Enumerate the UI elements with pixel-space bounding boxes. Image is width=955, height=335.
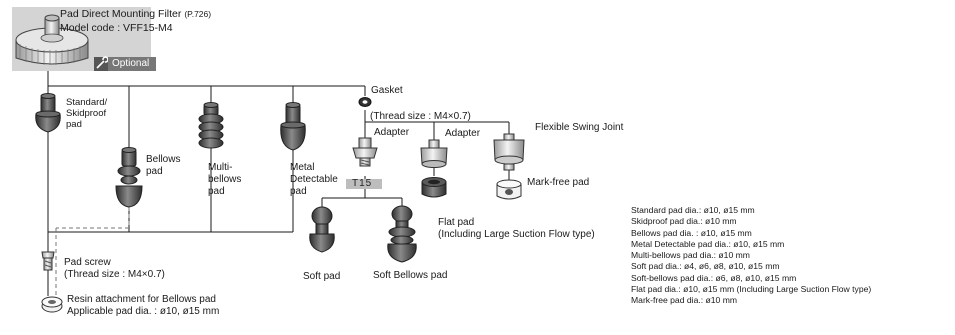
mark-free-pad-label: Mark-free pad bbox=[527, 177, 590, 188]
soft-bellows-pad-icon bbox=[387, 205, 417, 263]
gasket-icon bbox=[358, 97, 372, 107]
standard-pad-label: Standard/ Skidproof pad bbox=[66, 97, 108, 130]
resin-attachment-icon bbox=[41, 296, 63, 313]
spec-line: Soft pad dia.: ø4, ø6, ø8, ø10, ø15 mm bbox=[631, 261, 780, 272]
pad-screw-icon bbox=[41, 251, 55, 271]
spec-line: Bellows pad dia. : ø10, ø15 mm bbox=[631, 227, 752, 238]
flexible-swing-joint-label: Flexible Swing Joint bbox=[535, 122, 624, 133]
flat-pad-label: Flat pad (Including Large Suction Flow t… bbox=[438, 217, 595, 240]
pad-screw-label: Pad screw (Thread size : M4×0.7) bbox=[64, 257, 165, 280]
dashed-connector bbox=[55, 207, 130, 296]
spec-line: Mark-free pad dia.: ø10 mm bbox=[631, 295, 738, 305]
filter-header: Pad Direct Mounting Filter (P.726) Model… bbox=[60, 7, 211, 35]
flat-pad-icon bbox=[421, 177, 447, 198]
thread-size-label: (Thread size : M4×0.7) bbox=[370, 111, 471, 122]
filter-model-code: Model code : VFF15-M4 bbox=[60, 22, 173, 34]
standard-pad-icon bbox=[35, 93, 61, 133]
filter-page-ref: (P.726) bbox=[184, 9, 212, 19]
spec-line: Multi-bellows pad dia.: ø10 mm bbox=[631, 250, 750, 260]
soft-pad-icon bbox=[309, 206, 335, 253]
adapter-2-icon bbox=[420, 139, 448, 168]
spec-line: Skidproof pad dia.: ø10 mm bbox=[631, 216, 737, 227]
spec-line: Metal Detectable pad dia.: ø10, ø15 mm bbox=[631, 238, 785, 249]
mark-free-pad-icon bbox=[496, 179, 522, 200]
flexible-swing-joint-icon bbox=[493, 133, 525, 171]
multi-bellows-pad-label: Multi- bellows pad bbox=[208, 162, 242, 197]
adapter-icon bbox=[352, 137, 378, 167]
t15-tag-box bbox=[346, 179, 382, 189]
filter-icon bbox=[15, 14, 89, 65]
spec-line: Flat pad dia.: ø10, ø15 mm (Including La… bbox=[631, 283, 872, 294]
soft-bellows-pad-label: Soft Bellows pad bbox=[373, 270, 448, 281]
soft-pad-label: Soft pad bbox=[303, 271, 341, 282]
metal-detectable-pad-icon bbox=[280, 102, 306, 151]
resin-attachment-label: Resin attachment for Bellows pad Applica… bbox=[67, 294, 220, 317]
bellows-pad-icon bbox=[115, 147, 143, 208]
multi-bellows-pad-icon bbox=[198, 102, 224, 149]
spec-list: Standard pad dia.: ø10, ø15 mm Skidproof… bbox=[631, 205, 871, 306]
filter-title: Pad Direct Mounting Filter bbox=[60, 8, 182, 20]
spec-line: Standard pad dia.: ø10, ø15 mm bbox=[631, 205, 755, 215]
optional-badge: Optional bbox=[108, 57, 156, 71]
bellows-pad-label: Bellows pad bbox=[146, 154, 181, 177]
metal-detectable-pad-label: Metal Detectable pad bbox=[290, 162, 338, 197]
gasket-label: Gasket bbox=[371, 85, 403, 96]
wrench-icon bbox=[94, 56, 109, 71]
adapter-2-label: Adapter bbox=[445, 128, 481, 139]
adapter-label: Adapter bbox=[374, 127, 410, 138]
spec-line: Soft-bellows pad dia.: ø6, ø8, ø10, ø15 … bbox=[631, 272, 797, 283]
connector-lines bbox=[47, 70, 510, 296]
t15-tag: T15 bbox=[352, 178, 373, 189]
